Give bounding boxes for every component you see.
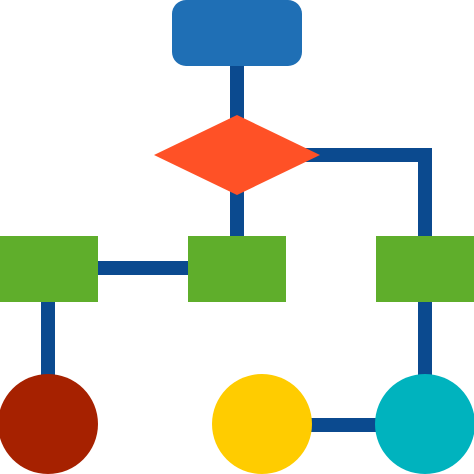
end-circle-red [0, 374, 98, 474]
decision-diamond [154, 115, 320, 195]
connector-decision-to-right-process [305, 148, 432, 240]
process-box-left [0, 236, 98, 302]
end-circle-teal [375, 374, 474, 474]
process-box-center [188, 236, 286, 302]
start-box [172, 0, 302, 66]
process-box-right [376, 236, 474, 302]
end-circle-yellow [212, 374, 312, 474]
connector-lines [41, 60, 432, 432]
